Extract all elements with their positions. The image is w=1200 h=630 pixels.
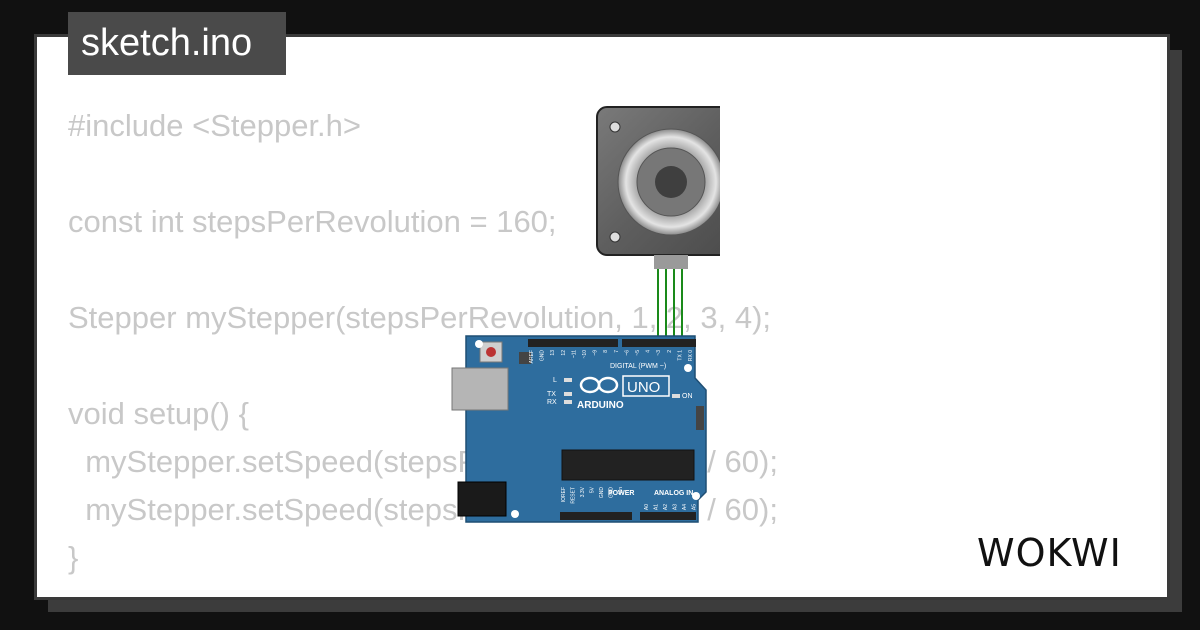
pin-label: A3 [673,504,679,510]
digital-header-label: DIGITAL (PWM ~) [610,363,666,370]
pin-label: ~9 [593,350,599,356]
file-tab[interactable]: sketch.ino [68,12,286,75]
motor-shaft [655,166,687,198]
led-label: RX [547,399,557,406]
atmega-chip [561,449,695,481]
led-label: TX [547,391,556,398]
pin-label: 4 [646,350,652,353]
analog-header [640,512,696,520]
pin-label: A2 [663,504,669,510]
pin-label: 2 [667,350,673,353]
pin-label: ~6 [624,350,630,356]
pin-label: IOREF [561,487,567,502]
pin-label: 13 [550,350,556,356]
digital-header-left [528,339,618,347]
board-brand: ARDUINO [577,400,624,411]
board-model-box [622,375,670,397]
pin-label: AREF [529,350,535,363]
pin-label: RX 0 [688,350,694,361]
arduino-logo-icon [579,376,619,394]
code-line: void setup() { [68,396,249,431]
mount-hole [684,364,692,372]
screw-icon [609,121,621,133]
pin-label: 7 [614,350,620,353]
usb-port [451,367,509,411]
circuit-diagram: DIGITAL (PWM ~) L TX RX ON ARDUINO UNO P… [451,106,720,523]
led-label: L [553,377,557,384]
wires [657,269,683,345]
power-jack [457,481,507,517]
pin-label: ~11 [571,350,577,358]
wokwi-logo: WOKWI [977,531,1122,575]
pin-label: A4 [682,504,688,510]
mount-hole [511,510,519,518]
digital-header-right [622,339,696,347]
pin-label: 8 [603,350,609,353]
pin-label: RESET [571,487,577,504]
pin-label: ~5 [635,350,641,356]
pin-label: GND [609,487,615,499]
wokwi-logo-text: WOKWI [977,531,1122,575]
stepper-motor[interactable] [596,106,720,269]
pin-label: ~10 [582,350,588,359]
mount-hole [692,492,700,500]
reset-button-cap [486,347,496,357]
led-l [564,378,572,382]
pin-label: GND [540,350,546,362]
power-label: POWER [608,490,634,497]
led-tx [564,392,572,396]
code-line: #include <Stepper.h> [68,108,362,143]
pin-label: A0 [644,504,650,510]
screw-icon [609,231,621,243]
led-rx [564,400,572,404]
digital-pin-labels: AREF GND 13 12 ~11 ~10 ~9 8 7 ~6 ~5 4 ~3 2 TX 1 RX 0 [529,350,694,364]
file-tab-label: sketch.ino [81,22,253,64]
code-line: const int stepsPerRevolution = 160; [68,204,557,239]
pin-label: Vin [618,487,624,494]
led-label: ON [682,393,693,400]
pin-label: ~3 [656,350,662,356]
pin-label: TX 1 [677,350,683,361]
analog-label: ANALOG IN [654,490,693,497]
icsp-header-2 [696,406,704,430]
power-header [560,512,632,520]
board-model: UNO [627,379,660,396]
code-line: } [68,540,79,575]
arduino-uno-board[interactable]: DIGITAL (PWM ~) L TX RX ON ARDUINO UNO P… [451,335,707,523]
pin-label: 3.3V [580,486,586,497]
pin-label: 12 [561,350,567,356]
motor-pin-header [654,255,688,269]
pin-label: 5V [590,486,596,493]
icsp-header [519,352,531,364]
pin-label: A1 [654,504,660,510]
led-on [672,394,680,398]
pin-label: GND [599,487,605,499]
pin-label: A5 [692,504,698,510]
code-editor: #include <Stepper.h> const int stepsPerRe… [68,102,778,630]
code-line: Stepper myStepper(stepsPerRevolution, 1,… [68,300,772,335]
mount-hole [475,340,483,348]
